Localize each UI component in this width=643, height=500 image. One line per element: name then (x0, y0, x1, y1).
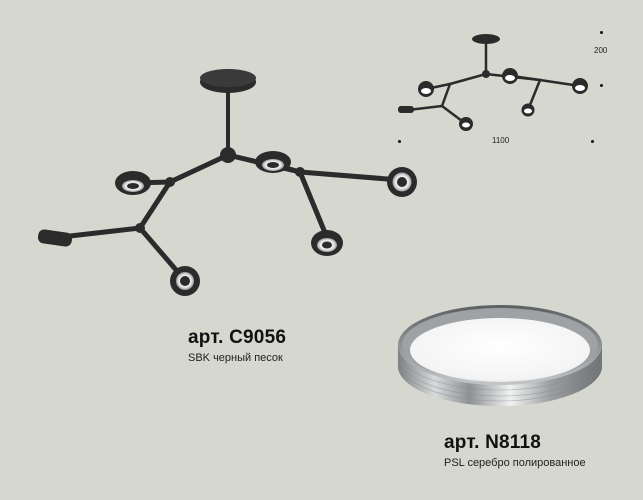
height-dimension-label: 200 (594, 46, 608, 55)
article-number: арт. N8118 (444, 432, 542, 453)
dimension-marker (600, 31, 603, 34)
dimension-marker (600, 84, 603, 87)
product-caption-n8118: арт. N8118 PSL серебро полированное (444, 433, 586, 469)
dimension-marker (398, 140, 401, 143)
finish-label: PSL серебро полированное (444, 457, 586, 469)
width-dimension-label: 1100 (492, 136, 510, 145)
product-caption-c9056: арт. C9056 SBK черный песок (188, 328, 286, 364)
dimension-marker (591, 140, 594, 143)
article-number: арт. C9056 (188, 327, 287, 348)
finish-label: SBK черный песок (188, 352, 283, 364)
